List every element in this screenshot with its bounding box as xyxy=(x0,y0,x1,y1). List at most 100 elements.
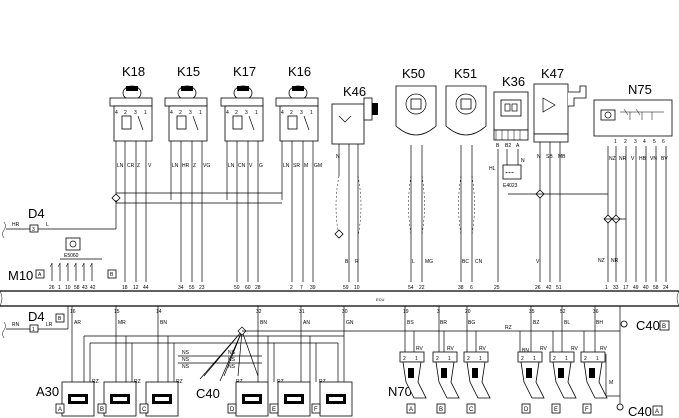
wire-label: BL xyxy=(564,320,570,326)
pin-label: 33 xyxy=(613,285,619,291)
pin-label: 26 xyxy=(535,285,541,291)
ns-label: NS xyxy=(228,350,236,356)
svg-text:1: 1 xyxy=(533,356,536,362)
rv-label: RV xyxy=(416,346,424,352)
relay-k17: K17 4 2 3 1 xyxy=(220,64,264,142)
pin-label: 14 xyxy=(156,309,162,315)
rz-label: RZ xyxy=(176,379,183,385)
a30-slot: A xyxy=(58,407,62,413)
pin-label: 38 xyxy=(458,285,464,291)
rv-label: RV xyxy=(571,346,579,352)
wire-label: VN xyxy=(650,156,657,162)
d4-bottom-connector: D4 B RN 1 LR xyxy=(2,306,69,339)
wire-label: LR xyxy=(46,322,53,328)
wire-label: BC xyxy=(462,259,469,265)
pin-label: 58 xyxy=(74,285,80,291)
wire-label: NR xyxy=(611,258,619,264)
pin-label: 16 xyxy=(70,309,76,315)
pin-label: 32 xyxy=(256,309,262,315)
wire-label: BN xyxy=(160,320,167,326)
bottom-pins: 16 15 14 32 31 30 19 3 20 35 52 36 AR MR… xyxy=(70,309,603,326)
c40-mid-conn: B xyxy=(662,324,666,330)
n70-slot: B xyxy=(439,407,443,413)
n70-slot: A xyxy=(409,407,413,413)
rz-bus-label: RZ xyxy=(505,325,512,331)
term-label: B xyxy=(496,143,500,149)
wire-label: GN xyxy=(346,320,354,326)
a30-slot: E xyxy=(272,407,276,413)
term-label: B2 xyxy=(505,143,511,149)
svg-text:1: 1 xyxy=(310,110,313,116)
n70-slot: D xyxy=(524,407,529,413)
wire-label: N xyxy=(521,158,525,164)
wire-label: BH xyxy=(596,320,603,326)
term-label: 4 xyxy=(643,139,646,145)
svg-text:1: 1 xyxy=(199,110,202,116)
pin-label: 52 xyxy=(560,309,566,315)
c40-mid-label: C40 xyxy=(636,318,660,333)
d4-top-label: D4 xyxy=(28,206,45,221)
wire-label: BR xyxy=(440,320,447,326)
pin-label: 42 xyxy=(90,285,96,291)
actuator-k50-label: K50 xyxy=(402,66,425,81)
svg-text:3: 3 xyxy=(245,110,248,116)
wire-label: MB xyxy=(558,154,566,160)
rz-label: RZ xyxy=(134,379,141,385)
wire-label: CR xyxy=(127,163,135,169)
actuator-k46-label: K46 xyxy=(343,84,366,99)
svg-text:2: 2 xyxy=(467,356,470,362)
actuator-k36-label: K36 xyxy=(502,74,525,89)
wire-label: BG xyxy=(468,320,475,326)
wire-label: AN xyxy=(303,320,310,326)
wire-label: V xyxy=(148,163,152,169)
actuator-k51-label: K51 xyxy=(454,66,477,81)
pin-label: 34 xyxy=(178,285,184,291)
wire-label: HR xyxy=(12,222,20,228)
wire-label: V xyxy=(249,163,253,169)
a30-connectors: A30 A B C D E F xyxy=(36,381,353,417)
svg-text:1: 1 xyxy=(144,110,147,116)
n70-slot: C xyxy=(469,407,474,413)
wire-label: HL xyxy=(489,166,496,172)
wire-label: LN xyxy=(228,163,235,169)
pin-label: 23 xyxy=(199,285,205,291)
pin-label: 1 xyxy=(605,285,608,291)
pin-label: 24 xyxy=(663,285,669,291)
svg-text:1: 1 xyxy=(479,356,482,362)
pin-label: 1 xyxy=(58,285,61,291)
pin-label: 28 xyxy=(255,285,261,291)
wire-label: LN xyxy=(283,163,290,169)
pin-label: 17 xyxy=(623,285,629,291)
ns-label: NS xyxy=(228,357,236,363)
c40-bottom-label: C40 xyxy=(628,404,652,418)
d4-bottom-label: D4 xyxy=(28,309,45,324)
actuator-k46: K46 N B R 59 10 xyxy=(331,84,378,291)
pin-label: 40 xyxy=(643,285,649,291)
pin-label: 49 xyxy=(633,285,639,291)
svg-text:2: 2 xyxy=(553,356,556,362)
rv-label: RV xyxy=(479,346,487,352)
wire-label: BN xyxy=(260,320,267,326)
svg-text:3: 3 xyxy=(300,110,303,116)
pin-label: 43 xyxy=(82,285,88,291)
m-label: M xyxy=(609,380,613,386)
wire-label: NZ xyxy=(598,258,605,264)
relay-k18-label: K18 xyxy=(122,64,145,79)
n70-slot: E xyxy=(554,407,558,413)
svg-text:3: 3 xyxy=(134,110,137,116)
pin-label: 12 xyxy=(133,285,139,291)
wire-label: MR xyxy=(118,320,126,326)
svg-text:1: 1 xyxy=(565,356,568,362)
term-label: 6 xyxy=(662,139,665,145)
wire-label: G xyxy=(259,163,263,169)
ns-label: NS xyxy=(182,364,190,370)
wire-label: R xyxy=(355,259,359,265)
wire-label: SB xyxy=(546,154,553,160)
wire-label: LN xyxy=(117,163,124,169)
pin-label: 55 xyxy=(189,285,195,291)
svg-text:4: 4 xyxy=(226,110,229,116)
actuator-n75: N75 1 2 3 4 5 6 NZ NR V HB VN BV NZ NR 1… xyxy=(593,82,673,291)
rz-label: RZ xyxy=(92,379,99,385)
wire-label: Z xyxy=(193,163,196,169)
svg-text:4: 4 xyxy=(115,110,118,116)
